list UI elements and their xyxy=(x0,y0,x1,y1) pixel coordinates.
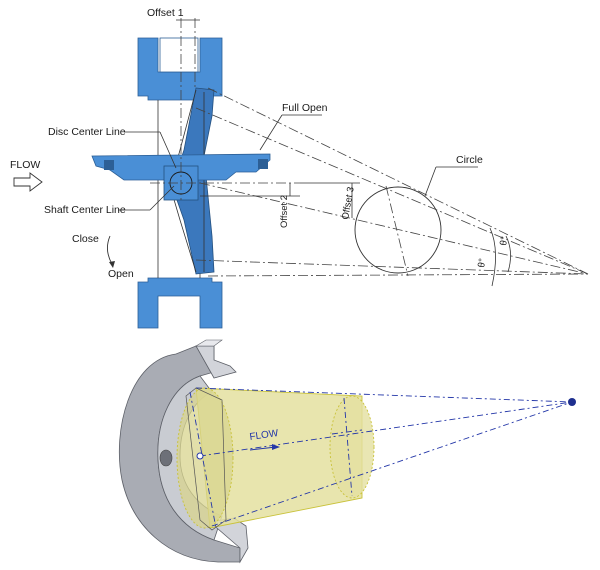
cone-end-ellipse xyxy=(329,395,375,499)
flow-direction-arrow xyxy=(249,446,277,451)
projection-line-bottom xyxy=(207,273,589,277)
top-cross-section-diagram: Offset 1 Full Open Disc Center Line FLOW… xyxy=(10,7,589,329)
theta-label-b: θ° xyxy=(498,235,510,246)
disc-center-line-label: Disc Center Line xyxy=(48,126,126,138)
open-label: Open xyxy=(108,268,134,280)
close-label: Close xyxy=(72,233,99,245)
offset2-label: Offset 2 xyxy=(279,195,290,228)
theta-label-a: θ° xyxy=(476,257,488,268)
full-open-label: Full Open xyxy=(282,102,328,114)
projection-line-mid xyxy=(199,182,589,275)
apex-point xyxy=(568,398,576,406)
upper-flange-inner-gap xyxy=(159,37,199,73)
theta-arc-inner xyxy=(505,235,511,273)
rotation-arrow-icon xyxy=(107,235,113,265)
upper-flange-section xyxy=(137,37,223,101)
offset1-label: Offset 1 xyxy=(147,7,184,19)
flow-arrow-icon xyxy=(13,172,43,192)
axis-lines xyxy=(189,387,573,529)
flow-label-3d: FLOW xyxy=(249,428,280,443)
cone-base-ellipse xyxy=(176,387,234,529)
disc-center-point xyxy=(196,452,204,460)
projection-line-top xyxy=(207,87,589,275)
lower-flange-section xyxy=(137,277,223,329)
circle-label: Circle xyxy=(456,154,483,166)
offset3-label: Offset 3 xyxy=(340,186,357,221)
theta-arc-outer xyxy=(489,227,496,287)
flow-label: FLOW xyxy=(10,159,40,171)
shaft-center-line-label: Shaft Center Line xyxy=(44,204,126,216)
shaft-hole xyxy=(159,449,173,467)
seat-circle xyxy=(354,186,442,274)
bottom-3d-diagram: FLOW xyxy=(119,339,576,564)
